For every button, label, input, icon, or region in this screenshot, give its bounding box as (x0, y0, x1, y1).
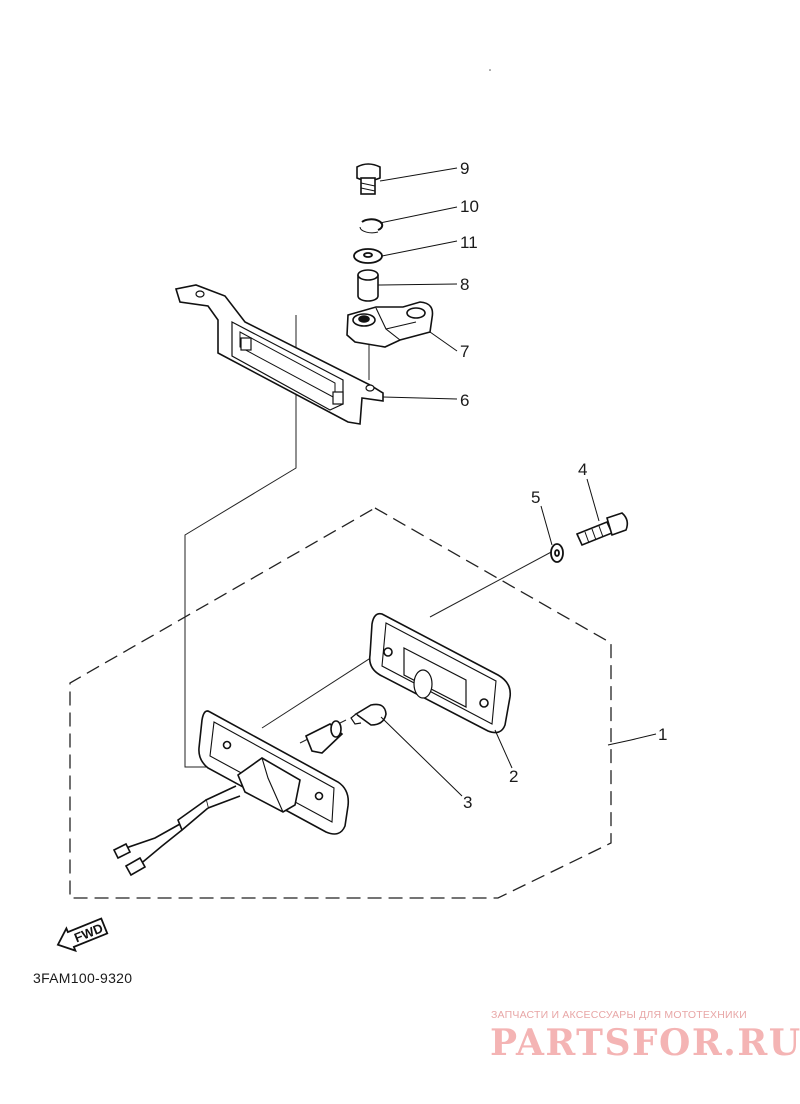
washer-part-11 (353, 248, 383, 264)
bulb-part-3 (350, 703, 387, 726)
callout-label-2: 2 (509, 767, 518, 786)
screw-part-4 (575, 512, 629, 547)
callout-leaders (377, 167, 657, 797)
washer-part-5 (550, 543, 564, 563)
watermark-tagline: ЗАПЧАСТИ И АКСЕССУАРЫ ДЛЯ МОТОТЕХНИКИ (491, 1009, 747, 1021)
lens-part-2 (368, 612, 512, 734)
circlip-part-10 (359, 218, 384, 234)
bracket-part-6 (174, 284, 384, 425)
callout-label-5: 5 (531, 488, 540, 507)
callout-label-6: 6 (460, 391, 469, 410)
callout-label-1: 1 (658, 725, 667, 744)
assembly-outline (69, 507, 612, 899)
callout-label-10: 10 (460, 197, 479, 216)
callout-label-3: 3 (463, 793, 472, 812)
callout-label-11: 11 (460, 233, 478, 252)
lamp-base-part-1 (112, 710, 350, 877)
drawing-code: 3FAM100-9320 (33, 970, 133, 986)
bolt-part-9 (356, 163, 381, 195)
callout-label-8: 8 (460, 275, 469, 294)
fwd-arrow-icon: FWD (56, 917, 109, 953)
scan-speck (489, 69, 491, 71)
watermark-logo: PARTSFOR.RU (490, 1022, 800, 1064)
callout-labels: 9 10 11 8 7 6 4 5 1 2 3 (460, 159, 667, 812)
collar-part-8 (357, 269, 379, 302)
callout-label-7: 7 (460, 342, 469, 361)
holder-part-7 (346, 301, 434, 348)
callout-label-4: 4 (578, 460, 587, 479)
callout-label-9: 9 (460, 159, 469, 178)
